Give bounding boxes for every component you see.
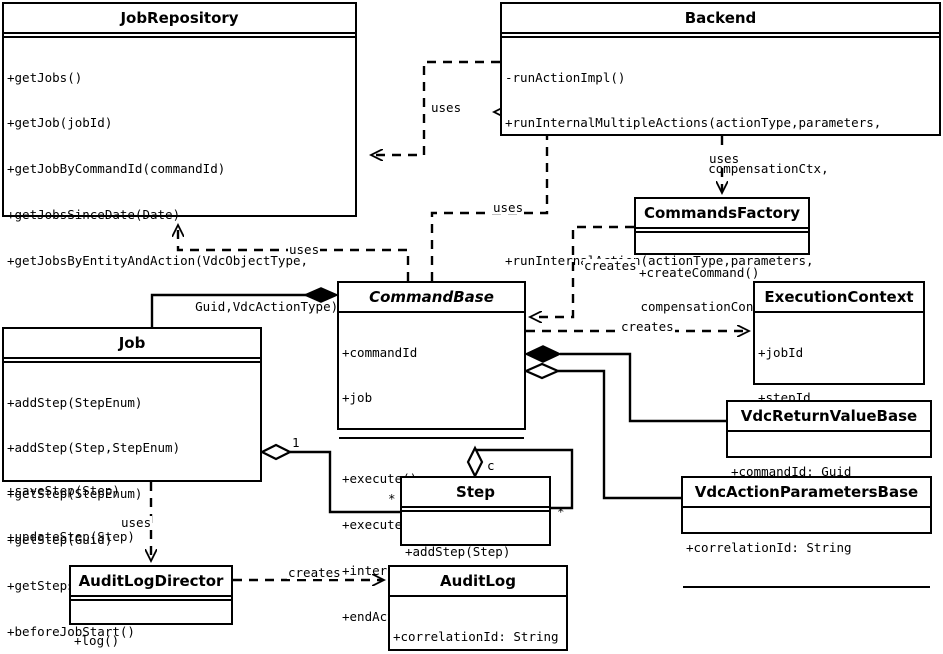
- class-attributes-step: [402, 508, 549, 512]
- class-box-executioncontext[interactable]: ExecutionContext +jobId +stepId +isMonit…: [753, 281, 925, 532]
- class-attributes-jobrepository: [4, 34, 355, 38]
- member-row: +jobId: [758, 344, 804, 360]
- class-attributes-auditlogdirector: [71, 597, 231, 601]
- class-box-auditlogdirector[interactable]: AuditLogDirector +log(): [69, 565, 233, 648]
- edge-label-uses: uses: [120, 515, 153, 530]
- member-row: +addStep(Step): [405, 543, 511, 559]
- class-operations-auditlogdirector: +log(): [71, 601, 231, 654]
- class-operations-commandsfactory: +createCommand(): [636, 233, 808, 311]
- multiplicity-label: c: [487, 458, 495, 473]
- edge-commandbase-composition-vdcreturnvaluebase: [524, 345, 726, 423]
- edge-label-creates: creates: [287, 565, 342, 580]
- class-box-auditlog[interactable]: AuditLog +correlationId: String +jobId: …: [388, 565, 568, 651]
- edge-label-uses: uses: [708, 151, 741, 166]
- member-row: +getStep(StepEnum): [7, 486, 143, 502]
- member-row: +updateStep(Step): [7, 528, 135, 544]
- edge-label-creates: creates: [583, 258, 638, 273]
- class-title-jobrepository: JobRepository: [4, 4, 355, 34]
- class-box-job[interactable]: Job +addStep(StepEnum) +addStep(Step,Ste…: [2, 327, 262, 639]
- member-row: +correlationId: String: [686, 539, 852, 555]
- member-row: +getJobs(): [7, 69, 83, 85]
- multiplicity-label: *: [557, 504, 565, 519]
- member-row: +correlationId: String: [393, 628, 559, 644]
- member-row: +getStep(Guid): [7, 532, 113, 548]
- member-row: +getJobByCommandId(commandId): [7, 161, 226, 177]
- member-row: +job: [342, 390, 373, 406]
- class-operations-vdcactionparametersbase: [683, 588, 930, 592]
- member-row: +getJob(jobId): [7, 115, 113, 131]
- class-title-backend: Backend: [502, 4, 939, 34]
- open-diamond: [523, 362, 561, 380]
- class-title-step: Step: [402, 478, 549, 508]
- class-attributes-commandsfactory: [636, 229, 808, 233]
- class-title-commandsfactory: CommandsFactory: [636, 199, 808, 229]
- class-box-vdcactionparametersbase[interactable]: VdcActionParametersBase +correlationId: …: [681, 476, 932, 589]
- class-box-step[interactable]: Step +addStep(Step) +addStep(StepEnum): [400, 476, 551, 604]
- member-row: +addStep(Step,StepEnum): [7, 440, 181, 456]
- edge-label-uses: uses: [288, 242, 321, 257]
- member-row: compensationCtx,: [505, 161, 829, 177]
- filled-diamond: [524, 345, 562, 363]
- class-title-job: Job: [4, 329, 260, 359]
- class-box-commandbase[interactable]: CommandBase +commandId +job +execute() +…: [337, 281, 526, 624]
- class-attributes-job: [4, 359, 260, 363]
- member-row: +getJobsSinceDate(Date): [7, 207, 181, 223]
- member-row: +commandId: Guid: [731, 463, 852, 479]
- member-row: -runActionImpl(): [505, 69, 626, 85]
- class-attributes-commandbase: +commandId +job: [339, 313, 524, 440]
- member-row: +saveStep(Step): [7, 482, 120, 498]
- member-row: +beforeJobStart(): [7, 624, 135, 640]
- edge-label-creates: creates: [620, 319, 675, 334]
- member-row: +createCommand(): [639, 264, 760, 280]
- class-box-commandsfactory[interactable]: CommandsFactory +createCommand(): [634, 197, 810, 280]
- class-box-vdcreturnvaluebase[interactable]: VdcReturnValueBase +commandId: Guid: [726, 400, 932, 513]
- class-title-vdcactionparametersbase: VdcActionParametersBase: [683, 478, 930, 508]
- class-box-jobrepository[interactable]: JobRepository +getJobs() +getJob(jobId) …: [2, 2, 357, 544]
- multiplicity-label: *: [388, 491, 396, 506]
- class-attributes-auditlog: +correlationId: String +jobId: Guid: [390, 597, 566, 654]
- class-title-vdcreturnvaluebase: VdcReturnValueBase: [728, 402, 930, 432]
- member-row: Guid,VdcActionType): [7, 299, 339, 315]
- class-title-auditlogdirector: AuditLogDirector: [71, 567, 231, 597]
- member-row: +commandId: [342, 344, 418, 360]
- class-title-auditlog: AuditLog: [390, 567, 566, 597]
- edge-label-uses: uses: [492, 200, 525, 215]
- member-row: +log(): [74, 632, 120, 648]
- edge-label-uses: uses: [430, 100, 463, 115]
- class-title-commandbase: CommandBase: [339, 283, 524, 313]
- class-attributes-backend: [502, 34, 939, 38]
- member-row: +runInternalMultipleActions(actionType,p…: [505, 115, 882, 131]
- class-title-executioncontext: ExecutionContext: [755, 283, 923, 313]
- class-operations-job: +addStep(StepEnum) +addStep(Step,StepEnu…: [4, 363, 260, 654]
- member-row: +addStep(StepEnum): [7, 394, 143, 410]
- multiplicity-label: 1: [292, 435, 300, 450]
- class-attributes-vdcactionparametersbase: +correlationId: String: [683, 508, 930, 589]
- class-box-backend[interactable]: Backend -runActionImpl() +runInternalMul…: [500, 2, 941, 314]
